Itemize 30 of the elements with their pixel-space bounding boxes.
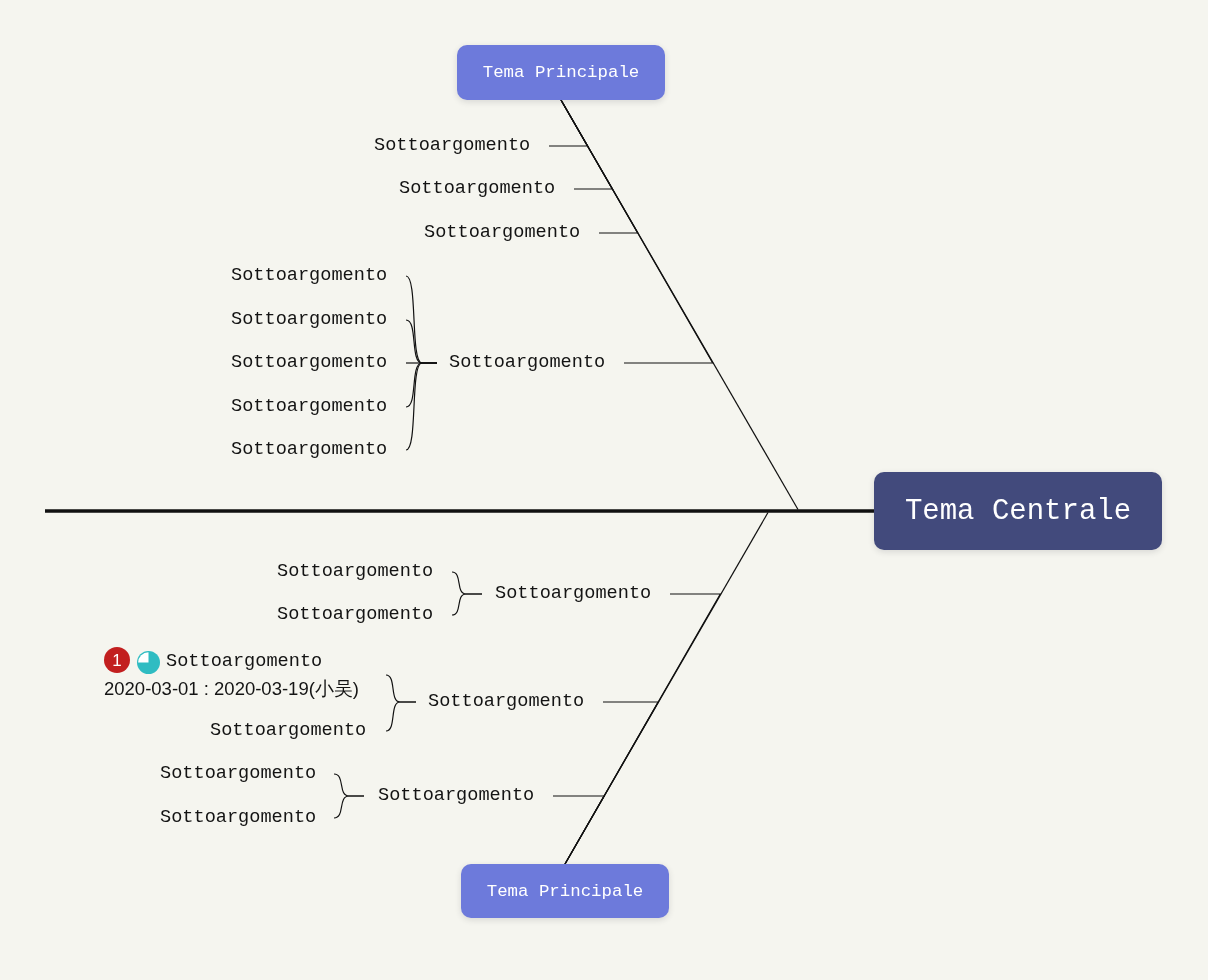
central-topic-box: Tema Centrale	[874, 472, 1162, 550]
subtopic-label: Sottoargomento	[160, 807, 317, 829]
date-range-text: 2020-03-01 : 2020-03-19(小吴)	[104, 677, 359, 701]
subtopic-label: Sottoargomento	[231, 352, 388, 374]
subtopic-label: Sottoargomento	[210, 720, 367, 742]
subtopic-label: Sottoargomento	[160, 763, 317, 785]
brace-connector	[385, 701, 417, 732]
subtopic-label: Sottoargomento	[374, 135, 531, 157]
branch-line	[552, 795, 606, 865]
brace-connector	[405, 362, 438, 451]
priority-marker: 1	[104, 647, 130, 673]
main-topic-box: Tema Principale	[457, 45, 665, 100]
main-topic-box: Tema Principale	[461, 864, 669, 918]
subtopic-label: Sottoargomento	[166, 651, 323, 673]
subtopic-label: Sottoargomento	[231, 265, 388, 287]
subtopic-label: Sottoargomento	[449, 352, 606, 374]
subtopic-label: Sottoargomento	[231, 396, 388, 418]
subtopic-label: Sottoargomento	[277, 604, 434, 626]
fishbone-spine	[45, 509, 874, 513]
subtopic-label: Sottoargomento	[378, 785, 535, 807]
subtopic-label: Sottoargomento	[495, 583, 652, 605]
brace-connector	[451, 593, 483, 616]
brace-connector	[333, 795, 365, 819]
branch-line	[560, 99, 714, 364]
subtopic-label: Sottoargomento	[277, 561, 434, 583]
subtopic-label: Sottoargomento	[231, 309, 388, 331]
subtopic-label: Sottoargomento	[399, 178, 556, 200]
subtopic-label: Sottoargomento	[424, 222, 581, 244]
subtopic-label: Sottoargomento	[428, 691, 585, 713]
subtopic-label: Sottoargomento	[231, 439, 388, 461]
